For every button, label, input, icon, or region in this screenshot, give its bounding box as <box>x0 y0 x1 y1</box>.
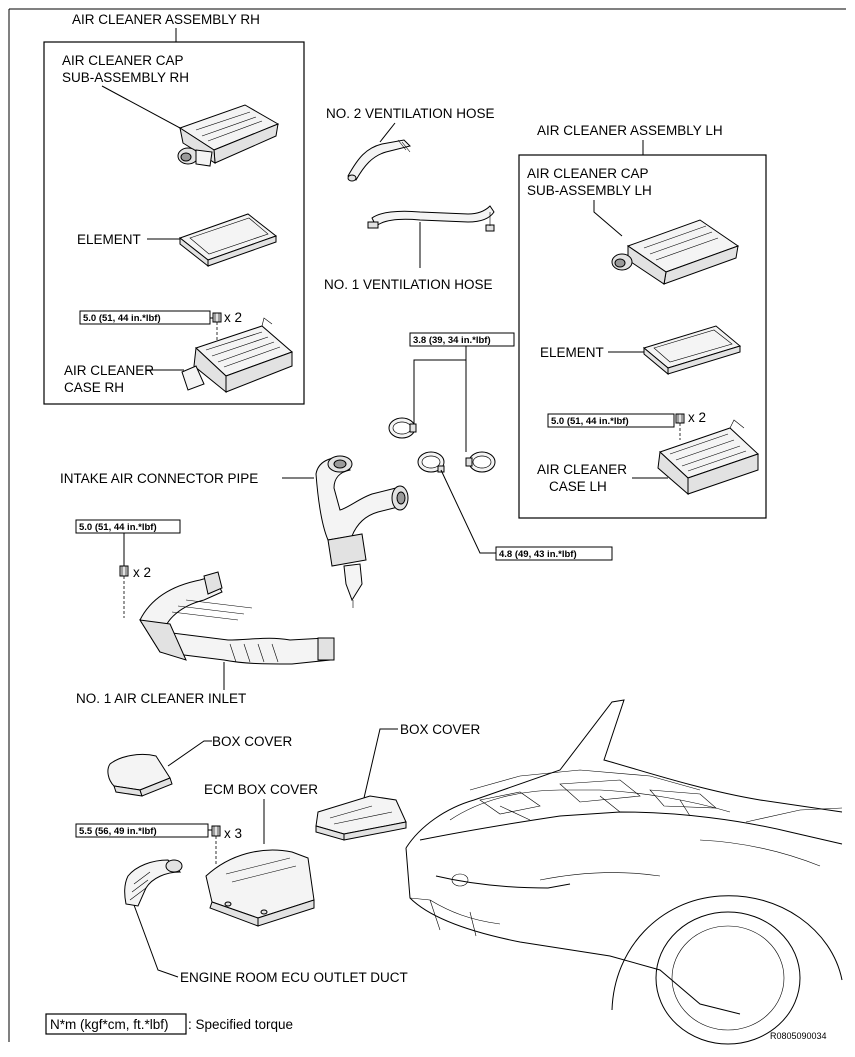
cap-rh-label-line2: SUB-ASSEMBLY RH <box>62 70 189 85</box>
box-covers-group: BOX COVER BOX COVER ECM BOX COVER 5.5 (5… <box>75 722 481 985</box>
qty-case-rh: x 2 <box>224 310 242 325</box>
air-filter-element-rh-icon <box>178 213 278 268</box>
intake-pipe-group: INTAKE AIR CONNECTOR PIPE <box>60 455 409 608</box>
intake-pipe-label: INTAKE AIR CONNECTOR PIPE <box>60 471 258 486</box>
intake-air-connector-pipe-icon <box>315 455 409 608</box>
bolt-icon <box>211 825 221 837</box>
legend-unit-box <box>45 1013 187 1035</box>
case-rh-label-line2: CASE RH <box>64 380 124 395</box>
air-filter-element-lh-icon <box>642 325 742 376</box>
inlet-label: NO. 1 AIR CLEANER INLET <box>76 691 246 706</box>
qty-ecm: x 3 <box>224 826 242 841</box>
ecm-box-cover-icon <box>205 849 315 927</box>
legend-unit-text: N*m (kgf*cm, ft.*lbf) <box>50 1017 169 1032</box>
torque-case-rh: 5.0 (51, 44 in.*lbf) <box>83 313 161 324</box>
assembly-rh-label: AIR CLEANER ASSEMBLY RH <box>72 12 260 27</box>
ventilation-hose-1-icon <box>367 205 495 232</box>
torque-case-lh: 5.0 (51, 44 in.*lbf) <box>551 416 629 427</box>
vent-hose-1-label: NO. 1 VENTILATION HOSE <box>324 277 493 292</box>
hose-clamp-icon <box>388 417 417 439</box>
cap-lh-label-line1: AIR CLEANER CAP <box>527 166 649 181</box>
figure-id: R0805090034 <box>770 1031 827 1041</box>
box-cover-left-icon <box>107 753 173 797</box>
legend-description: : Specified torque <box>188 1017 293 1032</box>
box-cover-right-icon <box>315 795 407 841</box>
element-lh-label: ELEMENT <box>540 345 604 360</box>
box-cover-right-label: BOX COVER <box>400 722 481 737</box>
inlet-group: 5.0 (51, 44 in.*lbf) x 2 NO. 1 AIR CLEAN… <box>75 519 335 706</box>
ventilation-hose-2-icon <box>347 139 411 182</box>
assembly-lh-box <box>518 154 767 519</box>
qty-case-lh: x 2 <box>688 410 706 425</box>
air-cleaner-inlet-icon <box>139 571 335 665</box>
bolt-icon <box>119 565 129 577</box>
case-lh-label-line1: AIR CLEANER <box>537 462 627 477</box>
assembly-rh-group: AIR CLEANER ASSEMBLY RH AIR CLEANER CAP … <box>43 12 305 405</box>
assembly-lh-group: AIR CLEANER ASSEMBLY LH AIR CLEANER CAP … <box>518 123 767 519</box>
air-cleaner-cap-lh-icon <box>611 219 740 285</box>
ecm-box-cover-label: ECM BOX COVER <box>204 782 318 797</box>
torque-inlet: 5.0 (51, 44 in.*lbf) <box>79 522 157 533</box>
hose-clamp-icon <box>417 451 445 473</box>
outlet-duct-icon <box>124 859 183 907</box>
case-rh-label-line1: AIR CLEANER <box>64 363 154 378</box>
box-cover-left-label: BOX COVER <box>212 734 293 749</box>
case-lh-label-line2: CASE LH <box>549 479 607 494</box>
outlet-duct-label: ENGINE ROOM ECU OUTLET DUCT <box>180 970 408 985</box>
torque-clamp-bottom: 4.8 (49, 43 in.*lbf) <box>499 549 577 560</box>
vent-hose-2-label: NO. 2 VENTILATION HOSE <box>326 106 495 121</box>
element-rh-label: ELEMENT <box>77 232 141 247</box>
cap-rh-label-line1: AIR CLEANER CAP <box>62 53 184 68</box>
clamps-group: 3.8 (39, 34 in.*lbf) 4.8 (49, 43 in.*lbf… <box>388 332 613 561</box>
assembly-rh-box <box>43 41 305 405</box>
bolt-icon <box>675 413 685 424</box>
cap-lh-label-line2: SUB-ASSEMBLY LH <box>527 183 652 198</box>
assembly-lh-label: AIR CLEANER ASSEMBLY LH <box>537 123 723 138</box>
legend-group: N*m (kgf*cm, ft.*lbf) : Specified torque <box>45 1013 293 1035</box>
air-cleaner-cap-rh-icon <box>177 104 280 167</box>
torque-box-clamps-top <box>409 332 515 347</box>
torque-box-inlet <box>75 519 181 534</box>
torque-ecm: 5.5 (56, 49 in.*lbf) <box>79 826 157 837</box>
torque-box-case-lh <box>547 413 675 428</box>
air-cleaner-case-rh-icon <box>181 317 293 394</box>
qty-inlet: x 2 <box>133 565 151 580</box>
hose-clamp-icon <box>465 451 496 473</box>
vehicle-front-icon <box>405 699 843 1045</box>
torque-clamps-top: 3.8 (39, 34 in.*lbf) <box>413 335 491 346</box>
bolt-icon <box>212 312 222 323</box>
ventilation-hoses-group: NO. 2 VENTILATION HOSE NO. 1 VENTILATION… <box>324 106 495 292</box>
air-cleaner-case-lh-icon <box>657 419 759 496</box>
